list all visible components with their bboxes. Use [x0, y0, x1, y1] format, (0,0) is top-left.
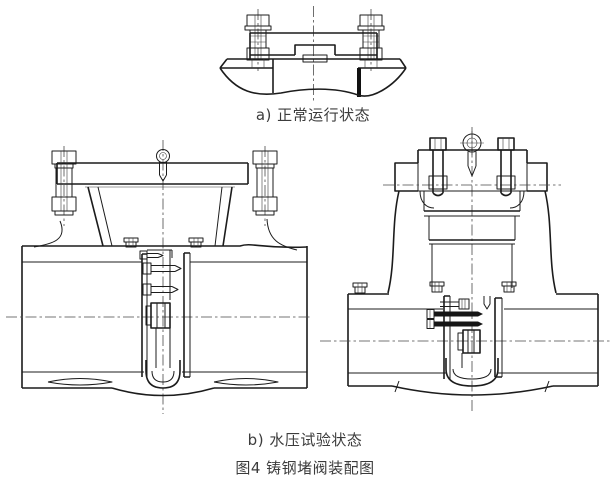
plug-disc-assembly-front [139, 249, 191, 389]
figure-title: 图4 铸钢堵阀装配图 [235, 459, 375, 477]
cover-bolt-right-front [252, 146, 278, 226]
stud-bolt-stack-right-a [357, 9, 385, 71]
caption-state-b: b) 水压试验状态 [247, 431, 363, 449]
valve-body-a [219, 58, 407, 97]
cover-bolt-left-side [428, 137, 448, 197]
bonnet-cover-front [56, 162, 249, 188]
drawing-view-b-front [6, 140, 312, 414]
bonnet-dome-front [33, 186, 298, 251]
pipe-body-front [6, 243, 312, 397]
cover-bolt-left-front [51, 146, 77, 226]
stud-bolt-stack-left-a [244, 9, 272, 71]
drawing-view-b-side [320, 127, 610, 414]
caption-state-a: a) 正常运行状态 [255, 106, 371, 124]
seat-bolts-front [123, 237, 204, 248]
valve-assembly-drawing [6, 6, 610, 414]
eyebolt-side [460, 131, 484, 177]
bonnet-cover-side [383, 149, 561, 209]
pipe-body-side [320, 293, 610, 396]
plug-disc-assembly-side [426, 295, 503, 387]
drawing-view-a-normal-state [219, 6, 407, 103]
seat-bolts-side [352, 281, 517, 294]
valve-body-side [387, 190, 557, 294]
cover-bolt-right-side [496, 137, 516, 197]
